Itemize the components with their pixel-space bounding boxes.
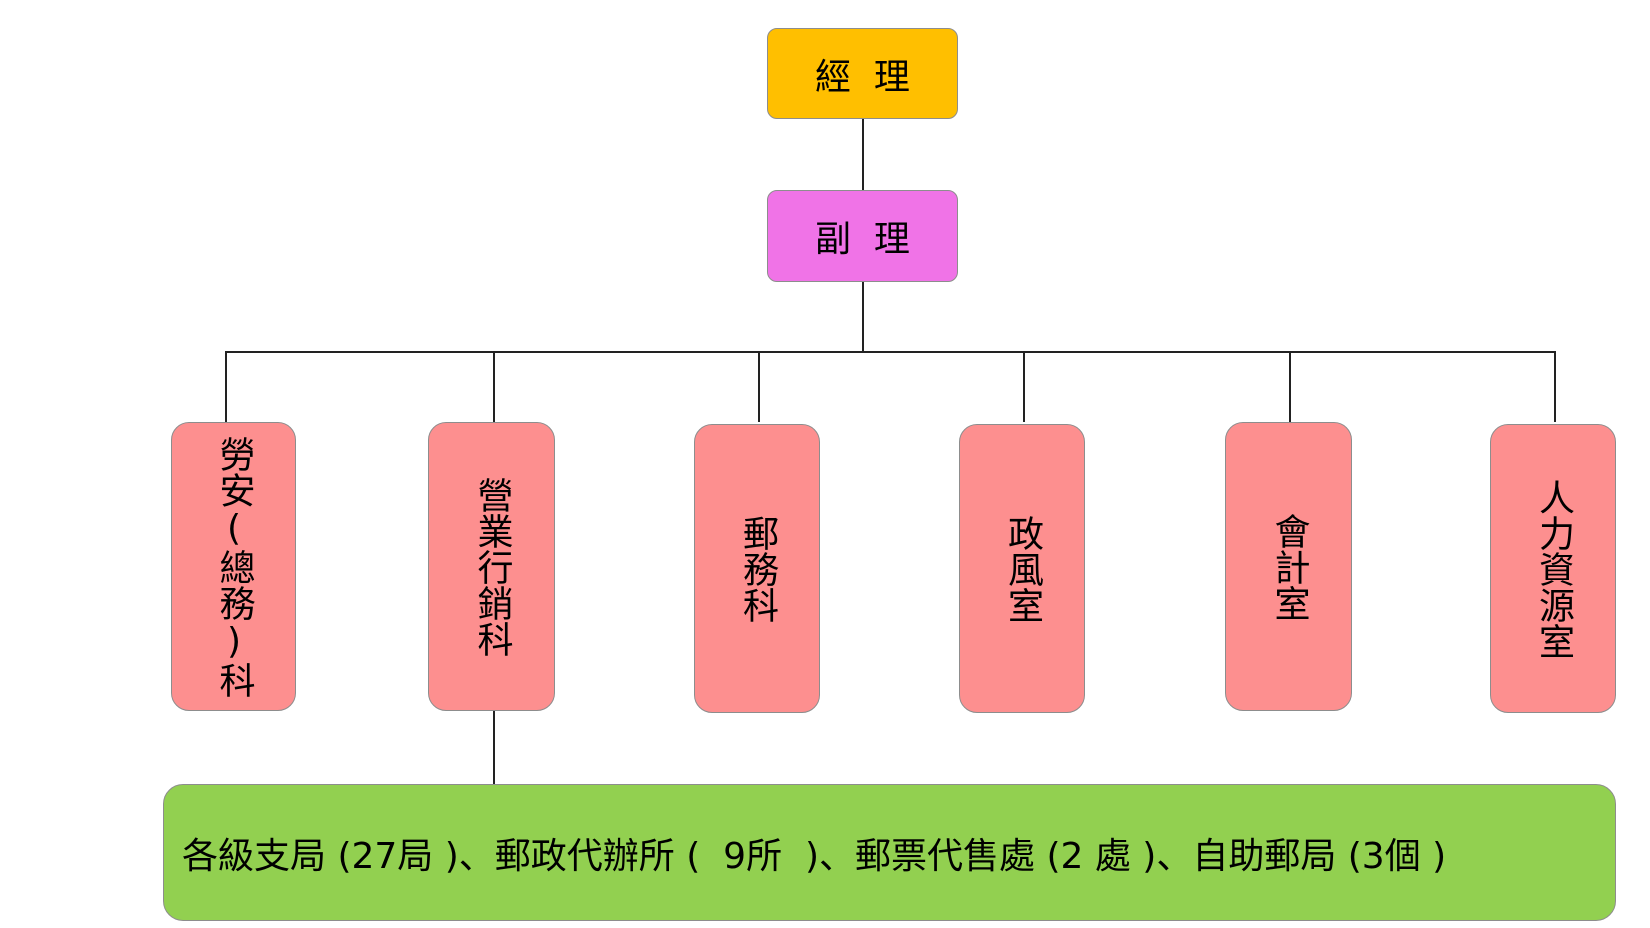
connector-horizontal-bus	[225, 351, 1556, 353]
department-box-ethics: 政風室	[959, 424, 1085, 713]
branch-offices-label: 各級支局 (27局 )、郵政代辦所 ( 9所 )、郵票代售處 (2 處 )、自助…	[182, 835, 1447, 877]
connector-marketing-branches	[493, 711, 495, 784]
department-label: 郵務科	[737, 514, 778, 623]
manager-node: 經 理	[767, 28, 958, 119]
connector-dept-1	[225, 351, 227, 422]
connector-deputy-bus	[862, 282, 864, 353]
department-box-accounting: 會計室	[1225, 422, 1352, 711]
deputy-manager-label: 副 理	[815, 219, 910, 260]
department-box-postal-affairs: 郵務科	[694, 424, 820, 713]
department-box-labor-safety: 勞安(總務)科	[171, 422, 296, 711]
connector-dept-4	[1023, 351, 1025, 422]
department-box-human-resources: 人力資源室	[1490, 424, 1616, 713]
department-label: 人力資源室	[1533, 478, 1574, 659]
connector-dept-2	[493, 351, 495, 422]
manager-label: 經 理	[815, 56, 910, 98]
connector-dept-3	[758, 351, 760, 422]
connector-dept-5	[1289, 351, 1291, 422]
connector-manager-deputy	[862, 119, 864, 190]
connector-dept-6	[1554, 351, 1556, 422]
department-label: 會計室	[1268, 512, 1310, 621]
department-label: 政風室	[1002, 514, 1043, 623]
department-box-marketing: 營業行銷科	[428, 422, 555, 711]
department-label: 勞安(總務)科	[213, 435, 255, 698]
deputy-manager-node: 副 理	[767, 190, 958, 282]
branch-offices-box: 各級支局 (27局 )、郵政代辦所 ( 9所 )、郵票代售處 (2 處 )、自助…	[163, 784, 1616, 921]
department-label: 營業行銷科	[471, 476, 513, 657]
